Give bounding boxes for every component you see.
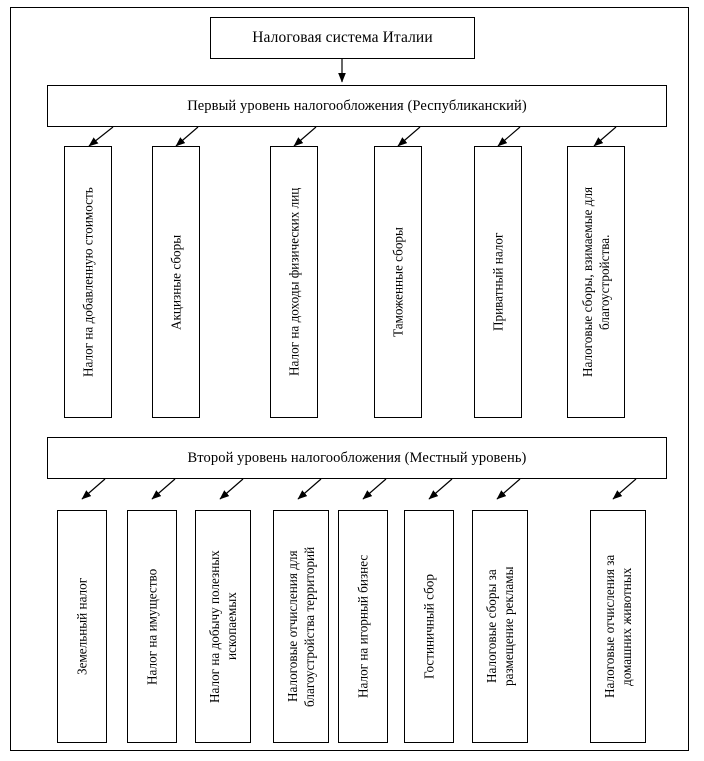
level1-item-label-6: Налоговые сборы, взимаемые для благоустр… — [579, 186, 612, 378]
level2-item-box-2: Налог на имущество — [127, 510, 177, 743]
level2-item-label-5: Налог на игорный бизнес — [355, 554, 371, 699]
level1-item-label-2: Акцизные сборы — [168, 234, 184, 330]
level2-item-label-8: Налоговые отчисления за домашних животны… — [601, 554, 634, 699]
level1-item-label-3: Налог на доходы физических лиц — [286, 187, 302, 377]
diagram-outer-frame — [10, 7, 689, 751]
level2-item-label-6: Гостиничный сбор — [421, 574, 437, 679]
level2-item-label-2: Налог на имущество — [144, 568, 160, 685]
level1-item-label-4: Таможенные сборы — [390, 227, 406, 337]
level1-item-box-5: Приватный налог — [474, 146, 522, 418]
level1-item-box-6: Налоговые сборы, взимаемые для благоустр… — [567, 146, 625, 418]
level2-item-label-1: Земельный налог — [74, 577, 90, 676]
level1-item-box-3: Налог на доходы физических лиц — [270, 146, 318, 418]
level2-item-label-3: Налог на добычу полезных ископаемых — [206, 550, 239, 703]
level2-item-box-8: Налоговые отчисления за домашних животны… — [590, 510, 646, 743]
level2-item-label-7: Налоговые сборы за размещение рекламы — [483, 566, 516, 687]
level1-item-label-5: Приватный налог — [490, 232, 506, 332]
diagram-title-box: Налоговая система Италии — [210, 17, 475, 59]
level1-item-box-2: Акцизные сборы — [152, 146, 200, 418]
level2-item-box-3: Налог на добычу полезных ископаемых — [195, 510, 251, 743]
level2-header-label: Второй уровень налогообложения (Местный … — [187, 449, 527, 466]
level2-header-box: Второй уровень налогообложения (Местный … — [47, 437, 667, 479]
level2-item-box-7: Налоговые сборы за размещение рекламы — [472, 510, 528, 743]
level1-item-box-4: Таможенные сборы — [374, 146, 422, 418]
level2-item-box-4: Налоговые отчисления для благоустройства… — [273, 510, 329, 743]
level1-item-label-1: Налог на добавленную стоимость — [80, 187, 96, 377]
level1-item-box-1: Налог на добавленную стоимость — [64, 146, 112, 418]
page-title: Налоговая система Италии — [252, 29, 433, 47]
level1-header-box: Первый уровень налогообложения (Республи… — [47, 85, 667, 127]
level2-item-box-5: Налог на игорный бизнес — [338, 510, 388, 743]
level2-item-label-4: Налоговые отчисления для благоустройства… — [284, 546, 317, 707]
level2-item-box-1: Земельный налог — [57, 510, 107, 743]
level2-item-box-6: Гостиничный сбор — [404, 510, 454, 743]
level1-header-label: Первый уровень налогообложения (Республи… — [187, 97, 527, 114]
